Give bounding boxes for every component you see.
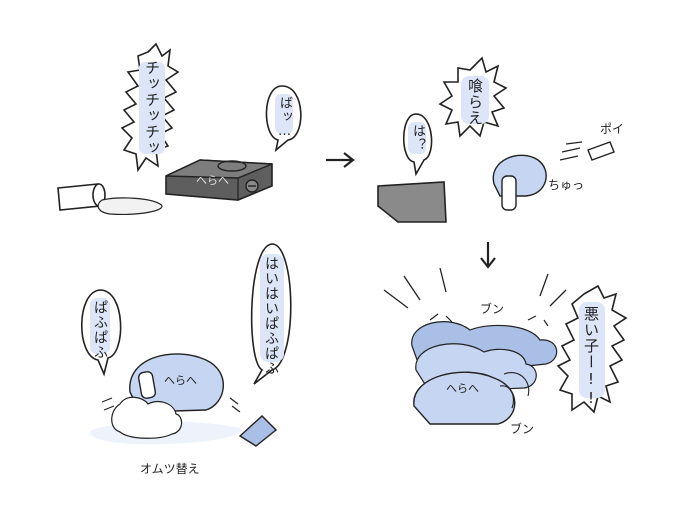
shout-highlight [139,62,165,154]
bubble-text: ばッ… [277,96,292,140]
sfx-text: ブン [480,302,505,316]
bubble-highlight [90,298,110,354]
throw-sfx-text: ポイ [600,122,625,136]
caption-text: オムツ替え [140,462,200,476]
shout-highlight [579,302,605,398]
stove-icon [165,159,273,201]
shout-highlight [461,76,489,124]
shout-text: 悪い子ー!! [582,306,600,408]
bubble-highlight [260,254,284,362]
panel-4 [383,267,628,425]
shout-text: 喰らえ [466,78,484,126]
blob-character [101,353,241,439]
bubble-highlight [408,122,426,154]
bubble-text: ぱふぱふ [92,300,108,360]
bubble-highlight [275,94,293,134]
spill [97,197,163,215]
face-text: へらへ [446,382,479,395]
motion-lines [383,267,567,309]
discarded-diaper-icon [238,415,278,447]
panel-3 [81,243,292,447]
bubble-text: は？ [410,124,425,152]
sfx-text: ブン [510,422,535,436]
blob-character-cluster [411,313,558,425]
face-text: へらへ [164,374,197,387]
panel-1 [57,42,302,215]
panel-2 [377,56,615,223]
suck-sfx-text: ちゅっ [548,178,585,192]
face-text: へらへ [196,174,229,187]
bottle-icon [501,175,517,211]
thrown-bottle-icon [559,141,615,161]
diaper-icon [111,396,183,439]
blob-character [492,154,547,211]
arrow-down-icon [480,242,496,269]
arrow-right-icon [326,152,355,168]
shout-text: チッチッチッ [143,60,161,156]
bubble-text: はいはいぱふぱふ [263,256,279,376]
stove-icon [377,181,447,223]
bottle-icon [137,371,157,399]
